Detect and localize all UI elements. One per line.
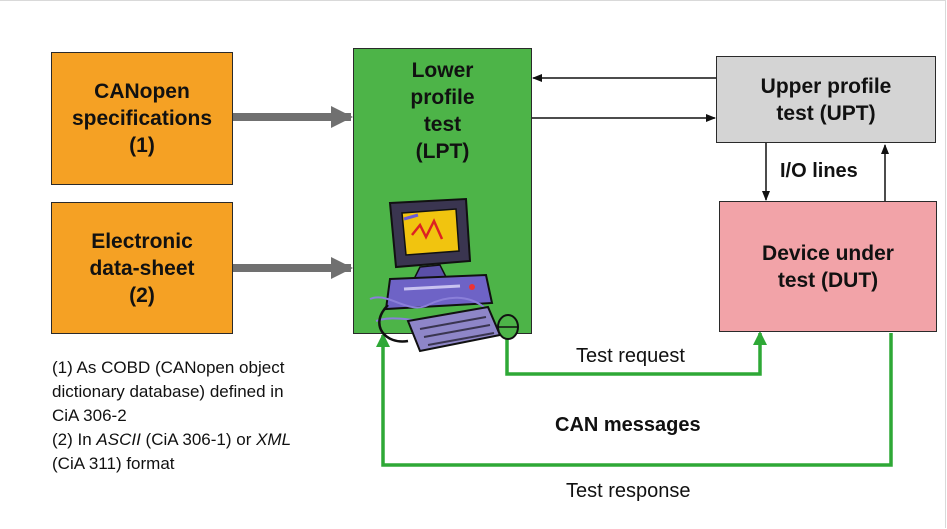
footnote-1-line: dictionary database) defined in bbox=[52, 382, 284, 401]
canopen-specifications-box: CANopen specifications (1) bbox=[51, 52, 233, 185]
footnotes: (1) As COBD (CANopen object dictionary d… bbox=[52, 356, 352, 476]
upper-profile-test-box: Upper profile test (UPT) bbox=[716, 56, 936, 143]
footnote-2-ascii: ASCII bbox=[96, 430, 141, 449]
footnote-1-line: (1) As COBD (CANopen object bbox=[52, 358, 285, 377]
footnote-2-mid: (CiA 306-1) or bbox=[140, 430, 257, 449]
box-line: Electronic bbox=[91, 229, 193, 253]
computer-clipart-icon bbox=[369, 197, 519, 353]
footnote-2-line: (2) In ASCII (CiA 306-1) or XML bbox=[52, 428, 352, 452]
box-line: profile bbox=[410, 86, 475, 109]
test-response-label: Test response bbox=[566, 480, 691, 502]
test-request-line bbox=[505, 331, 767, 376]
box-line: (1) bbox=[129, 134, 155, 157]
box-line: CANopen bbox=[94, 80, 190, 103]
footnote-2-line: (CiA 311) format bbox=[52, 454, 175, 473]
box-line: test (DUT) bbox=[777, 268, 879, 292]
footnote-2-prefix: (2) In bbox=[52, 430, 97, 449]
box-line: test (UPT) bbox=[776, 101, 876, 125]
test-request-label: Test request bbox=[576, 345, 685, 367]
footnote-1-line: CiA 306-2 bbox=[52, 406, 127, 425]
test-response-line bbox=[376, 333, 893, 467]
box-line: (LPT) bbox=[415, 140, 470, 163]
box-line: test bbox=[423, 113, 462, 136]
electronic-datasheet-box: Electronic data-sheet (2) bbox=[51, 202, 233, 334]
box-line: Lower bbox=[411, 59, 474, 82]
box-line: Device under bbox=[762, 241, 894, 265]
box-line: data-sheet bbox=[89, 256, 195, 280]
box-line: Upper profile bbox=[760, 74, 892, 98]
box-line: (2) bbox=[129, 283, 155, 307]
footnote-2-xml: XML bbox=[256, 430, 292, 449]
io-lines-label: I/O lines bbox=[780, 160, 858, 182]
device-under-test-box: Device under test (DUT) bbox=[719, 201, 937, 332]
box-line: specifications bbox=[71, 107, 213, 130]
can-messages-label: CAN messages bbox=[555, 414, 701, 436]
